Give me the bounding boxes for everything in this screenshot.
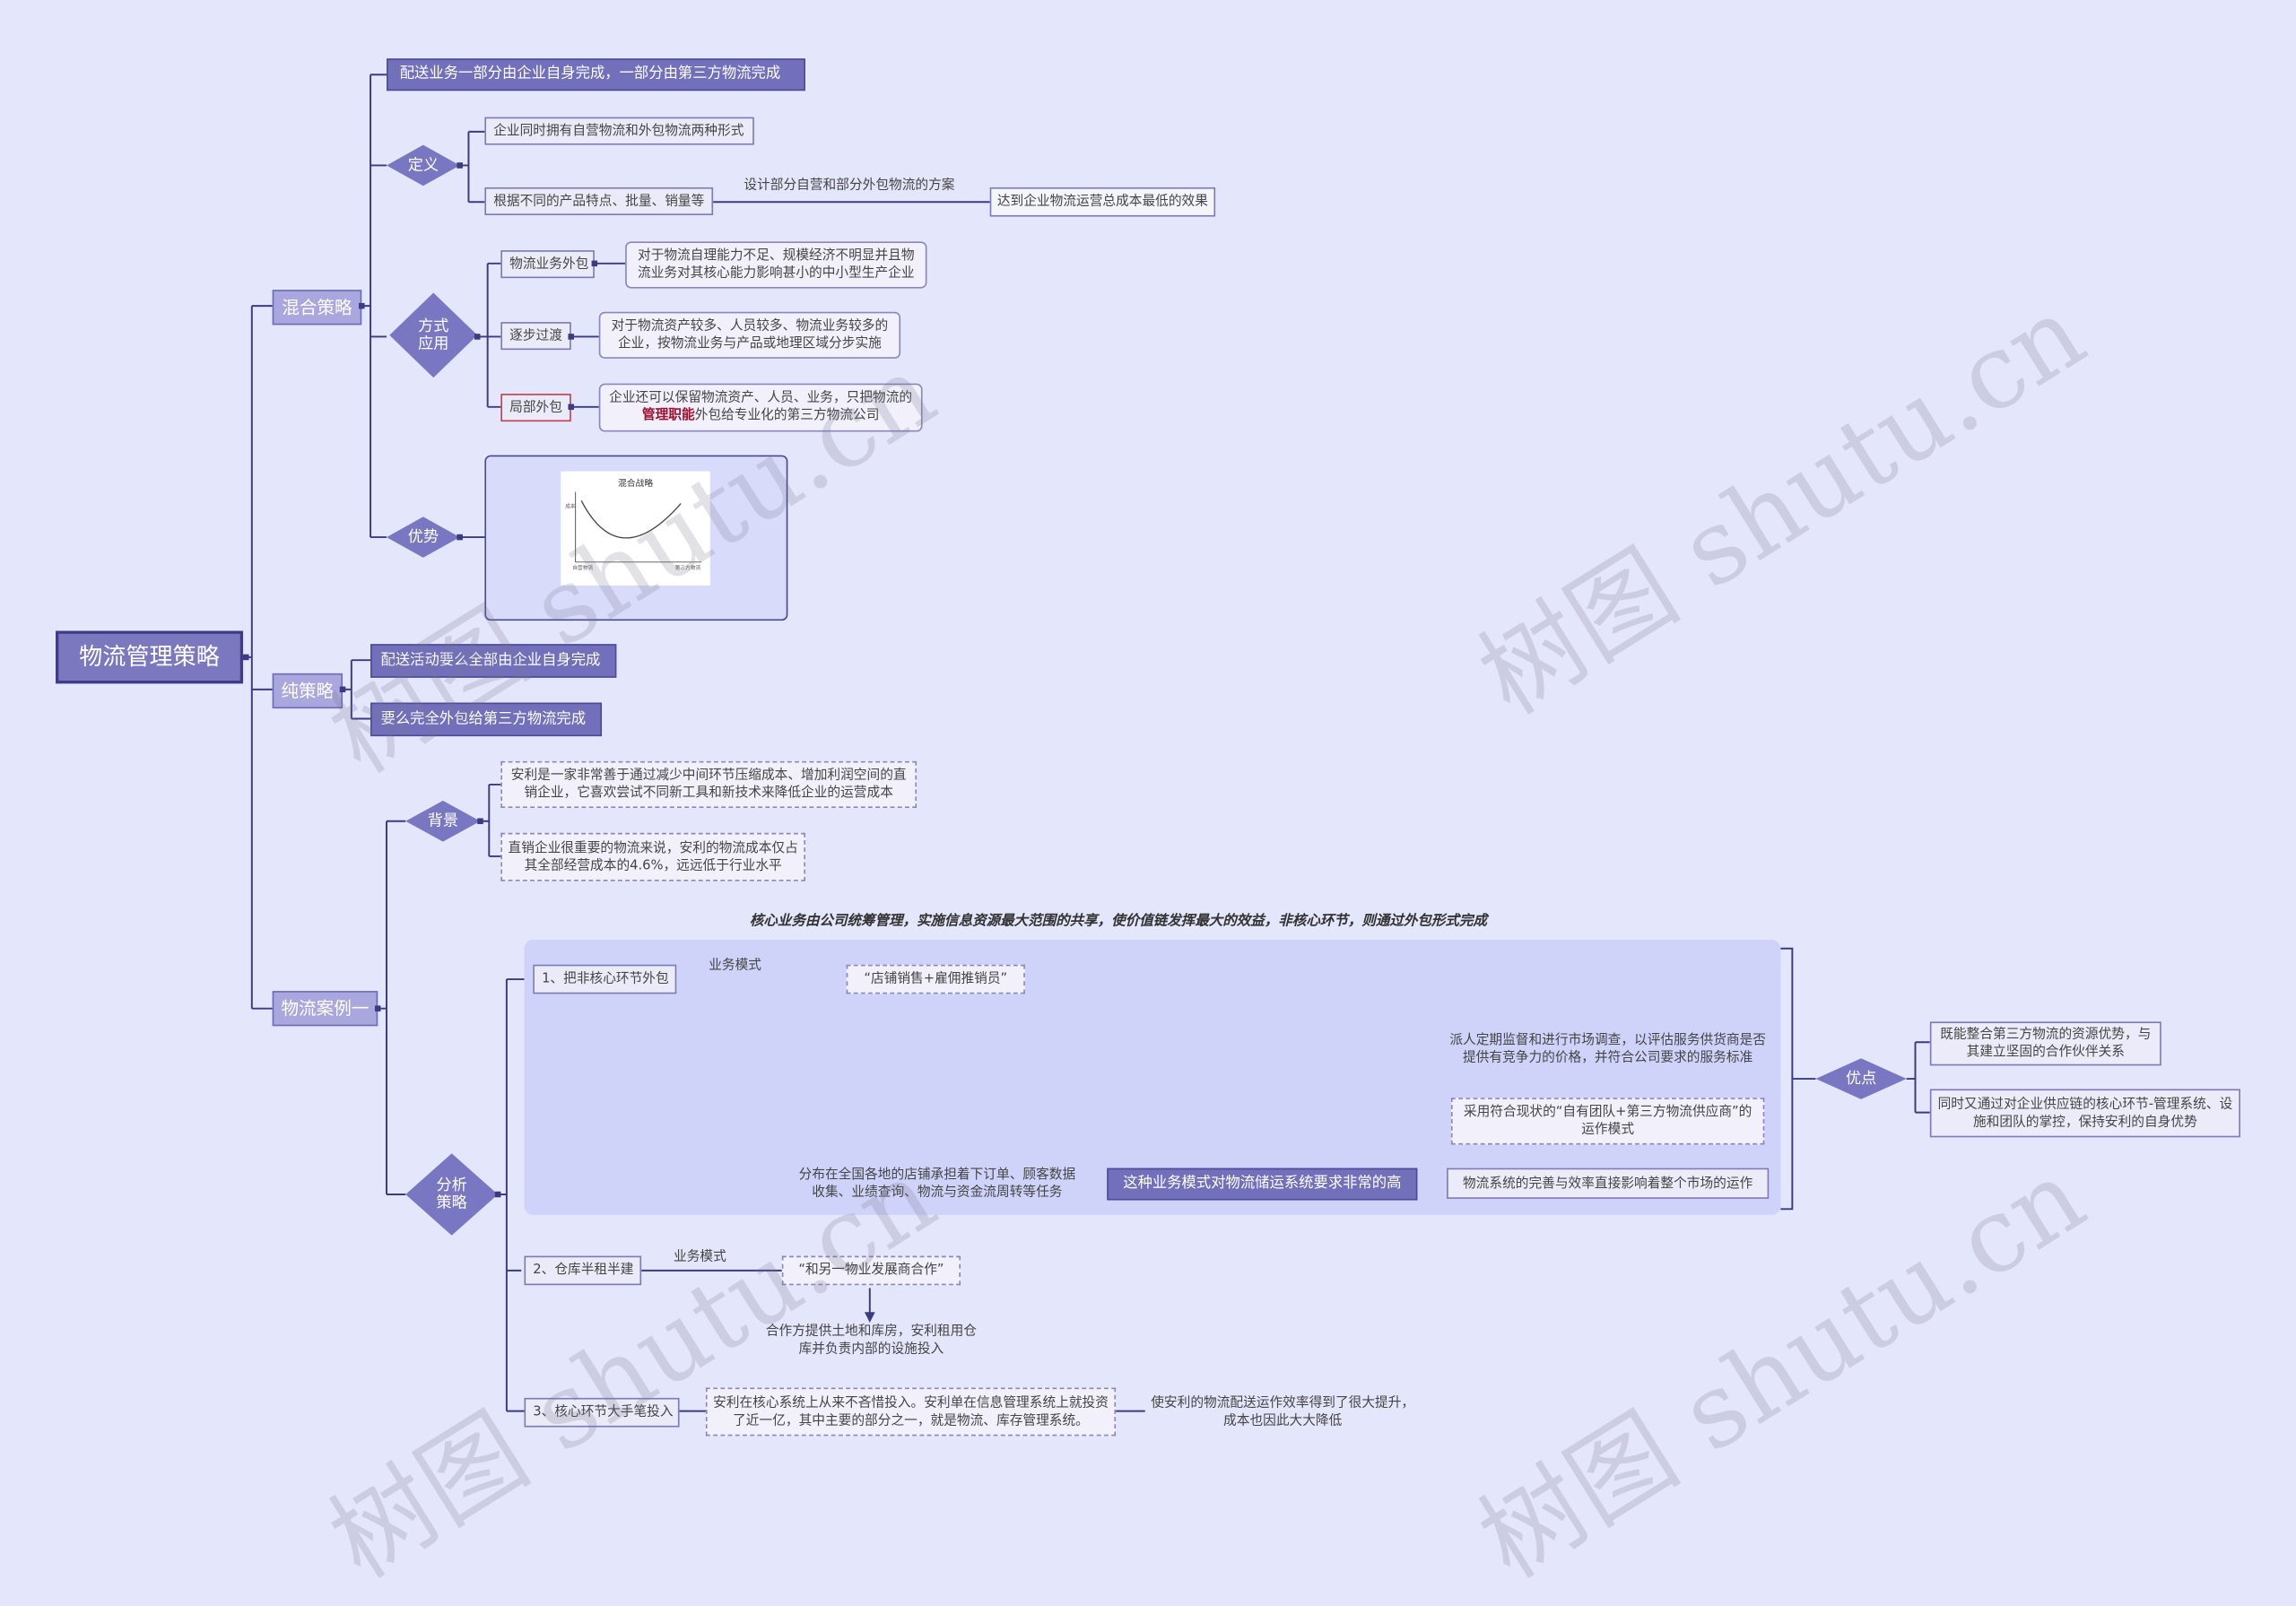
advantage-chart-image: 混合战略 成本 自营物流 第三方物流	[561, 471, 710, 586]
application-label: 方式 应用	[418, 317, 449, 353]
mixed-top-node[interactable]: 配送业务一部分由企业自身完成，一部分由第三方物流完成	[387, 58, 805, 91]
connector-dot	[457, 534, 463, 541]
background-label: 背景	[427, 812, 459, 830]
connector-dot	[457, 162, 463, 169]
partial-desc-b: 外包给专业化的第三方物流公司	[694, 408, 880, 423]
background-diamond[interactable]: 背景	[405, 801, 480, 842]
partial-outsource-desc[interactable]: 企业还可以保留物流资产、人员、业务，只把物流的 管理职能外包给专业化的第三方物流…	[598, 383, 923, 432]
advantage-chart-title: 混合战略	[618, 477, 653, 489]
connector-dot	[477, 818, 483, 825]
advantage-chart-curve	[580, 499, 682, 539]
strategy-3-desc[interactable]: 安利在核心系统上从来不吝惜投入。安利单在信息管理系统上就投资了近一亿，其中主要的…	[705, 1387, 1117, 1437]
strategy-1-stores: 分布在全国各地的店铺承担着下订单、顾客数据收集、业绩查询、物流与资金流周转等任务	[798, 1168, 1076, 1201]
connector-dot	[243, 654, 249, 661]
strategy-1-edge-label: 业务模式	[709, 959, 762, 974]
definition-result[interactable]: 达到企业物流运营总成本最低的效果	[989, 187, 1216, 217]
advantage-chart-xleft: 自营物流	[572, 564, 593, 571]
strategy-3-result: 使安利的物流配送运作效率得到了很大提升，成本也因此大大降低	[1151, 1396, 1415, 1429]
strategy-1-node[interactable]: 1、把非核心环节外包	[533, 964, 677, 994]
definition-diamond[interactable]: 定义	[387, 145, 460, 187]
connector-dot	[568, 404, 574, 411]
strategy-1-adopt[interactable]: 采用符合现状的“自有团队+第三方物流供应商”的运作模式	[1450, 1098, 1765, 1145]
case-node[interactable]: 物流案例一	[272, 991, 378, 1027]
merit-item-2[interactable]: 同时又通过对企业供应链的核心环节-管理系统、设施和团队的掌控，保持安利的自身优势	[1929, 1089, 2240, 1138]
analysis-headline: 核心业务由公司统筹管理，实施信息资源最大范围的共享，使价值链发挥最大的效益，非核…	[749, 913, 1487, 930]
pure-item-2[interactable]: 要么完全外包给第三方物流完成	[370, 702, 603, 737]
mixed-strategy-node[interactable]: 混合策略	[272, 290, 362, 326]
connector-dot	[339, 686, 346, 693]
strategy-2-mode[interactable]: “和另一物业发展商合作”	[781, 1255, 961, 1286]
application-diamond[interactable]: 方式 应用	[389, 292, 477, 378]
strategy-2-node[interactable]: 2、仓库半租半建	[524, 1255, 642, 1286]
connector-dot	[374, 1005, 381, 1011]
advantage-chart-ylabel: 成本	[565, 502, 576, 509]
merit-diamond[interactable]: 优点	[1815, 1058, 1906, 1099]
merit-label: 优点	[1845, 1070, 1877, 1088]
gradual-node[interactable]: 逐步过渡	[500, 322, 571, 351]
pure-strategy-node[interactable]: 纯策略	[272, 673, 344, 709]
outsource-all-node[interactable]: 物流业务外包	[500, 250, 595, 279]
connector-dot	[568, 334, 574, 340]
definition-label: 定义	[407, 156, 439, 175]
strategy-1-mode[interactable]: “店铺销售+雇佣推销员”	[846, 964, 1025, 994]
definition-item-2[interactable]: 根据不同的产品特点、批量、销量等	[484, 187, 714, 215]
partial-desc-highlight: 管理职能	[641, 408, 695, 423]
advantage-chart-xright: 第三方物流	[675, 564, 701, 571]
pure-item-1[interactable]: 配送活动要么全部由企业自身完成	[370, 644, 617, 678]
connector-dot	[358, 302, 365, 309]
definition-edge-label: 设计部分自营和部分外包物流的方案	[744, 178, 955, 194]
background-item-1[interactable]: 安利是一家非常善于通过减少中间环节压缩成本、增加利润空间的直销企业，它喜欢尝试不…	[500, 760, 918, 809]
mindmap-canvas: 物流管理策略 混合策略 配送业务一部分由企业自身完成，一部分由第三方物流完成 定…	[0, 0, 2296, 1493]
strategy-1-high-requirement[interactable]: 这种业务模式对物流储运系统要求非常的高	[1107, 1168, 1418, 1201]
partial-desc-a: 企业还可以保留物流资产、人员、业务，只把物流的	[609, 390, 913, 406]
strategy-1-system[interactable]: 物流系统的完善与效率直接影响着整个市场的运作	[1447, 1168, 1770, 1199]
background-item-2[interactable]: 直销企业很重要的物流来说，安利的物流成本仅占其全部经营成本的4.6%，远远低于行…	[500, 832, 805, 881]
advantage-label: 优势	[407, 528, 439, 546]
merit-item-1[interactable]: 既能整合第三方物流的资源优势，与其建立坚固的合作伙伴关系	[1929, 1021, 2161, 1066]
definition-item-1[interactable]: 企业同时拥有自营物流和外包物流两种形式	[484, 117, 754, 145]
connector-dot	[494, 1191, 501, 1198]
strategy-2-edge-label: 业务模式	[674, 1250, 726, 1265]
strategy-3-node[interactable]: 3、核心环节大手笔投入	[524, 1397, 680, 1428]
strategy-2-desc: 合作方提供土地和库房，安利租用仓库并负责内部的设施投入	[765, 1324, 977, 1358]
outsource-all-desc[interactable]: 对于物流自理能力不足、规模经济不明显并且物流业务对其核心能力影响甚小的中小型生产…	[625, 241, 927, 289]
connector-dot	[474, 334, 481, 340]
partial-outsource-node[interactable]: 局部外包	[500, 394, 571, 422]
connector-dot	[591, 260, 598, 267]
strategy-1-supervise: 派人定期监督和进行市场调查，以评估服务供货商是否提供有竞争力的价格，并符合公司要…	[1449, 1033, 1767, 1066]
analysis-label: 分析 策略	[436, 1176, 467, 1212]
analysis-diamond[interactable]: 分析 策略	[405, 1153, 498, 1235]
advantage-diamond[interactable]: 优势	[387, 517, 460, 558]
root-node[interactable]: 物流管理策略	[56, 630, 244, 684]
gradual-desc[interactable]: 对于物流资产较多、人员较多、物流业务较多的企业，按物流业务与产品或地理区域分步实…	[598, 311, 901, 359]
